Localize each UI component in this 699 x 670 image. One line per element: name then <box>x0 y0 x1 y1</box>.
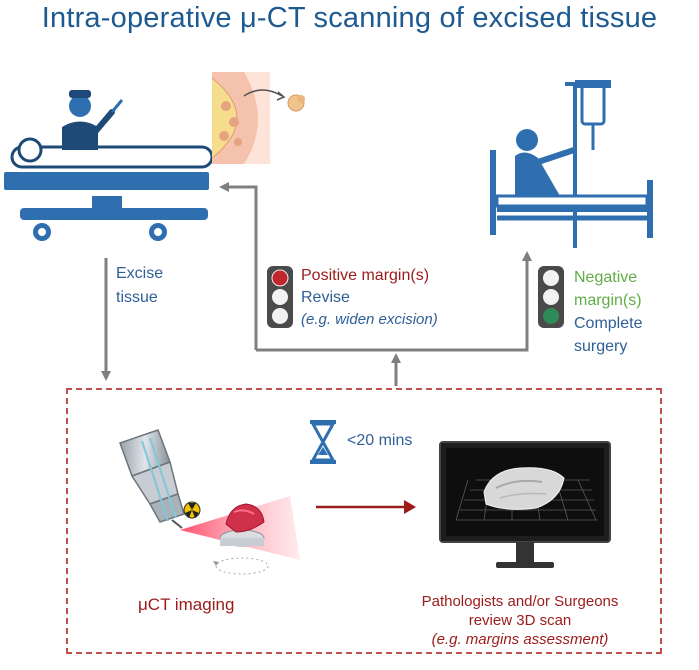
review-line1: Pathologists and/or Surgeons <box>421 593 619 610</box>
intraoperative-workflow-box <box>66 388 662 654</box>
review-caption: Pathologists and/or Surgeons review 3D s… <box>392 592 648 649</box>
excise-label-line2: tissue <box>116 289 158 306</box>
complete-surgery-line2: surgery <box>574 338 628 355</box>
hourglass-icon <box>310 420 336 464</box>
flow-arrows <box>101 182 532 386</box>
time-label: <20 mins <box>347 432 413 449</box>
page-title: Intra-operative μ-CT scanning of excised… <box>41 2 658 34</box>
scan-transfer-arrow <box>316 500 416 514</box>
negative-margin-label-line2: margin(s) <box>574 292 642 309</box>
breast-anatomy-icon <box>211 72 305 164</box>
traffic-light-positive-icon <box>267 266 293 328</box>
microct-scanner-icon <box>119 429 300 575</box>
traffic-light-negative-icon <box>538 266 564 328</box>
complete-surgery-line1: Complete <box>574 315 643 332</box>
microct-imaging-label: μCT imaging <box>138 595 235 614</box>
positive-margin-label: Positive margin(s) <box>301 267 430 284</box>
revise-label: Revise <box>301 289 350 306</box>
review-line3: (e.g. margins assessment) <box>431 631 609 648</box>
revise-example: (e.g. widen excision) <box>301 311 438 328</box>
negative-margin-label-line1: Negative <box>574 269 638 286</box>
patient-bed-icon <box>490 80 653 248</box>
excise-label-line1: Excise <box>116 265 164 282</box>
surgery-table-icon <box>4 90 214 241</box>
monitor-3d-scan-icon <box>439 441 611 568</box>
review-line2: review 3D scan <box>468 612 572 629</box>
